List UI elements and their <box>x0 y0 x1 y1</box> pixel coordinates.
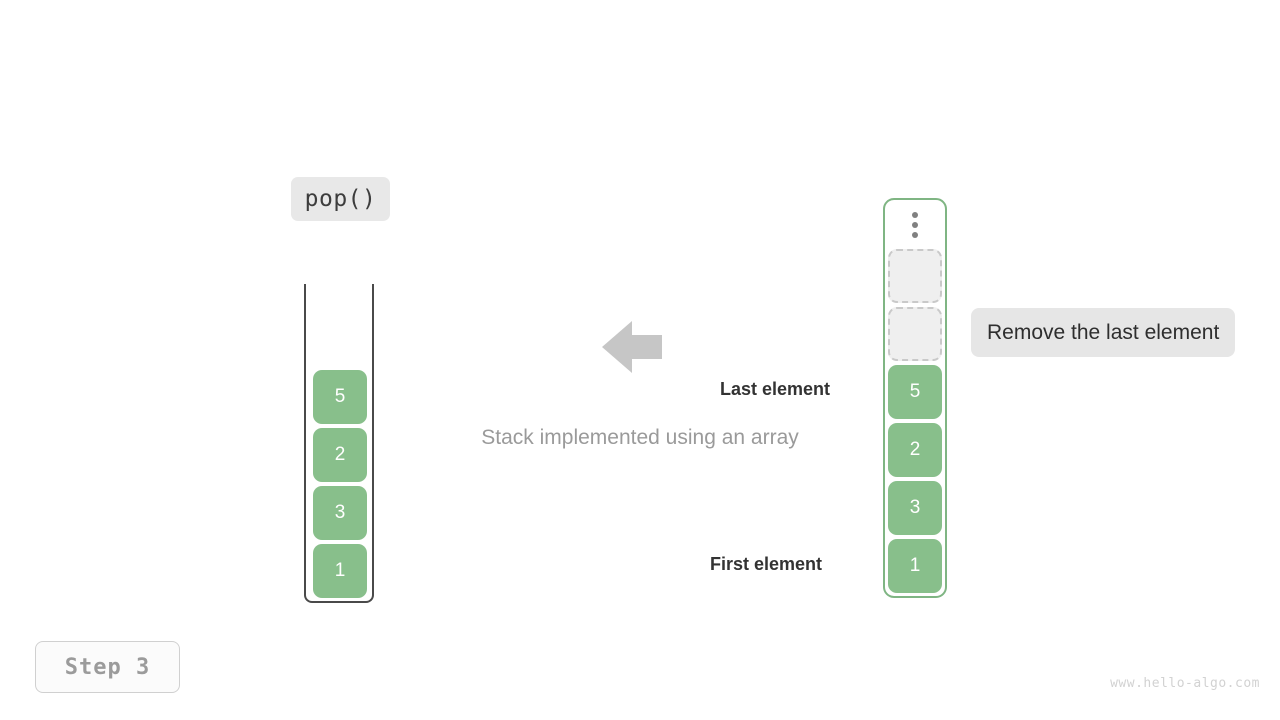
vertical-ellipsis-icon <box>883 212 947 238</box>
center-caption: Stack implemented using an array <box>481 426 799 449</box>
stack-cell: 5 <box>313 370 367 424</box>
watermark: www.hello-algo.com <box>1110 676 1260 691</box>
note-chip-remove-last-element: Remove the last element <box>971 308 1236 357</box>
ellipsis-dot <box>912 232 918 238</box>
array-cell: 2 <box>888 423 942 477</box>
arrow-left-icon <box>602 321 662 373</box>
ellipsis-dot <box>912 212 918 218</box>
array-items: 1 3 2 5 <box>888 249 942 593</box>
array-cell: 5 <box>888 365 942 419</box>
stack-abstraction-items: 1 3 2 5 <box>313 370 367 598</box>
annotation-first-element: First element <box>710 554 823 574</box>
stack-abstraction: 1 3 2 5 <box>304 284 374 603</box>
operation-chip-pop: pop() <box>291 177 390 221</box>
stack-cell: 1 <box>313 544 367 598</box>
array-cell-empty <box>888 249 942 303</box>
annotation-last-element: Last element <box>720 379 831 399</box>
ellipsis-dot <box>912 222 918 228</box>
array-cell: 3 <box>888 481 942 535</box>
array-cell: 1 <box>888 539 942 593</box>
stack-cell: 2 <box>313 428 367 482</box>
stack-container-outline <box>304 284 374 603</box>
array-implementation: 1 3 2 5 <box>883 198 947 598</box>
array-container-outline <box>883 198 947 598</box>
step-badge: Step 3 <box>35 641 180 693</box>
array-cell-empty <box>888 307 942 361</box>
stack-cell: 3 <box>313 486 367 540</box>
